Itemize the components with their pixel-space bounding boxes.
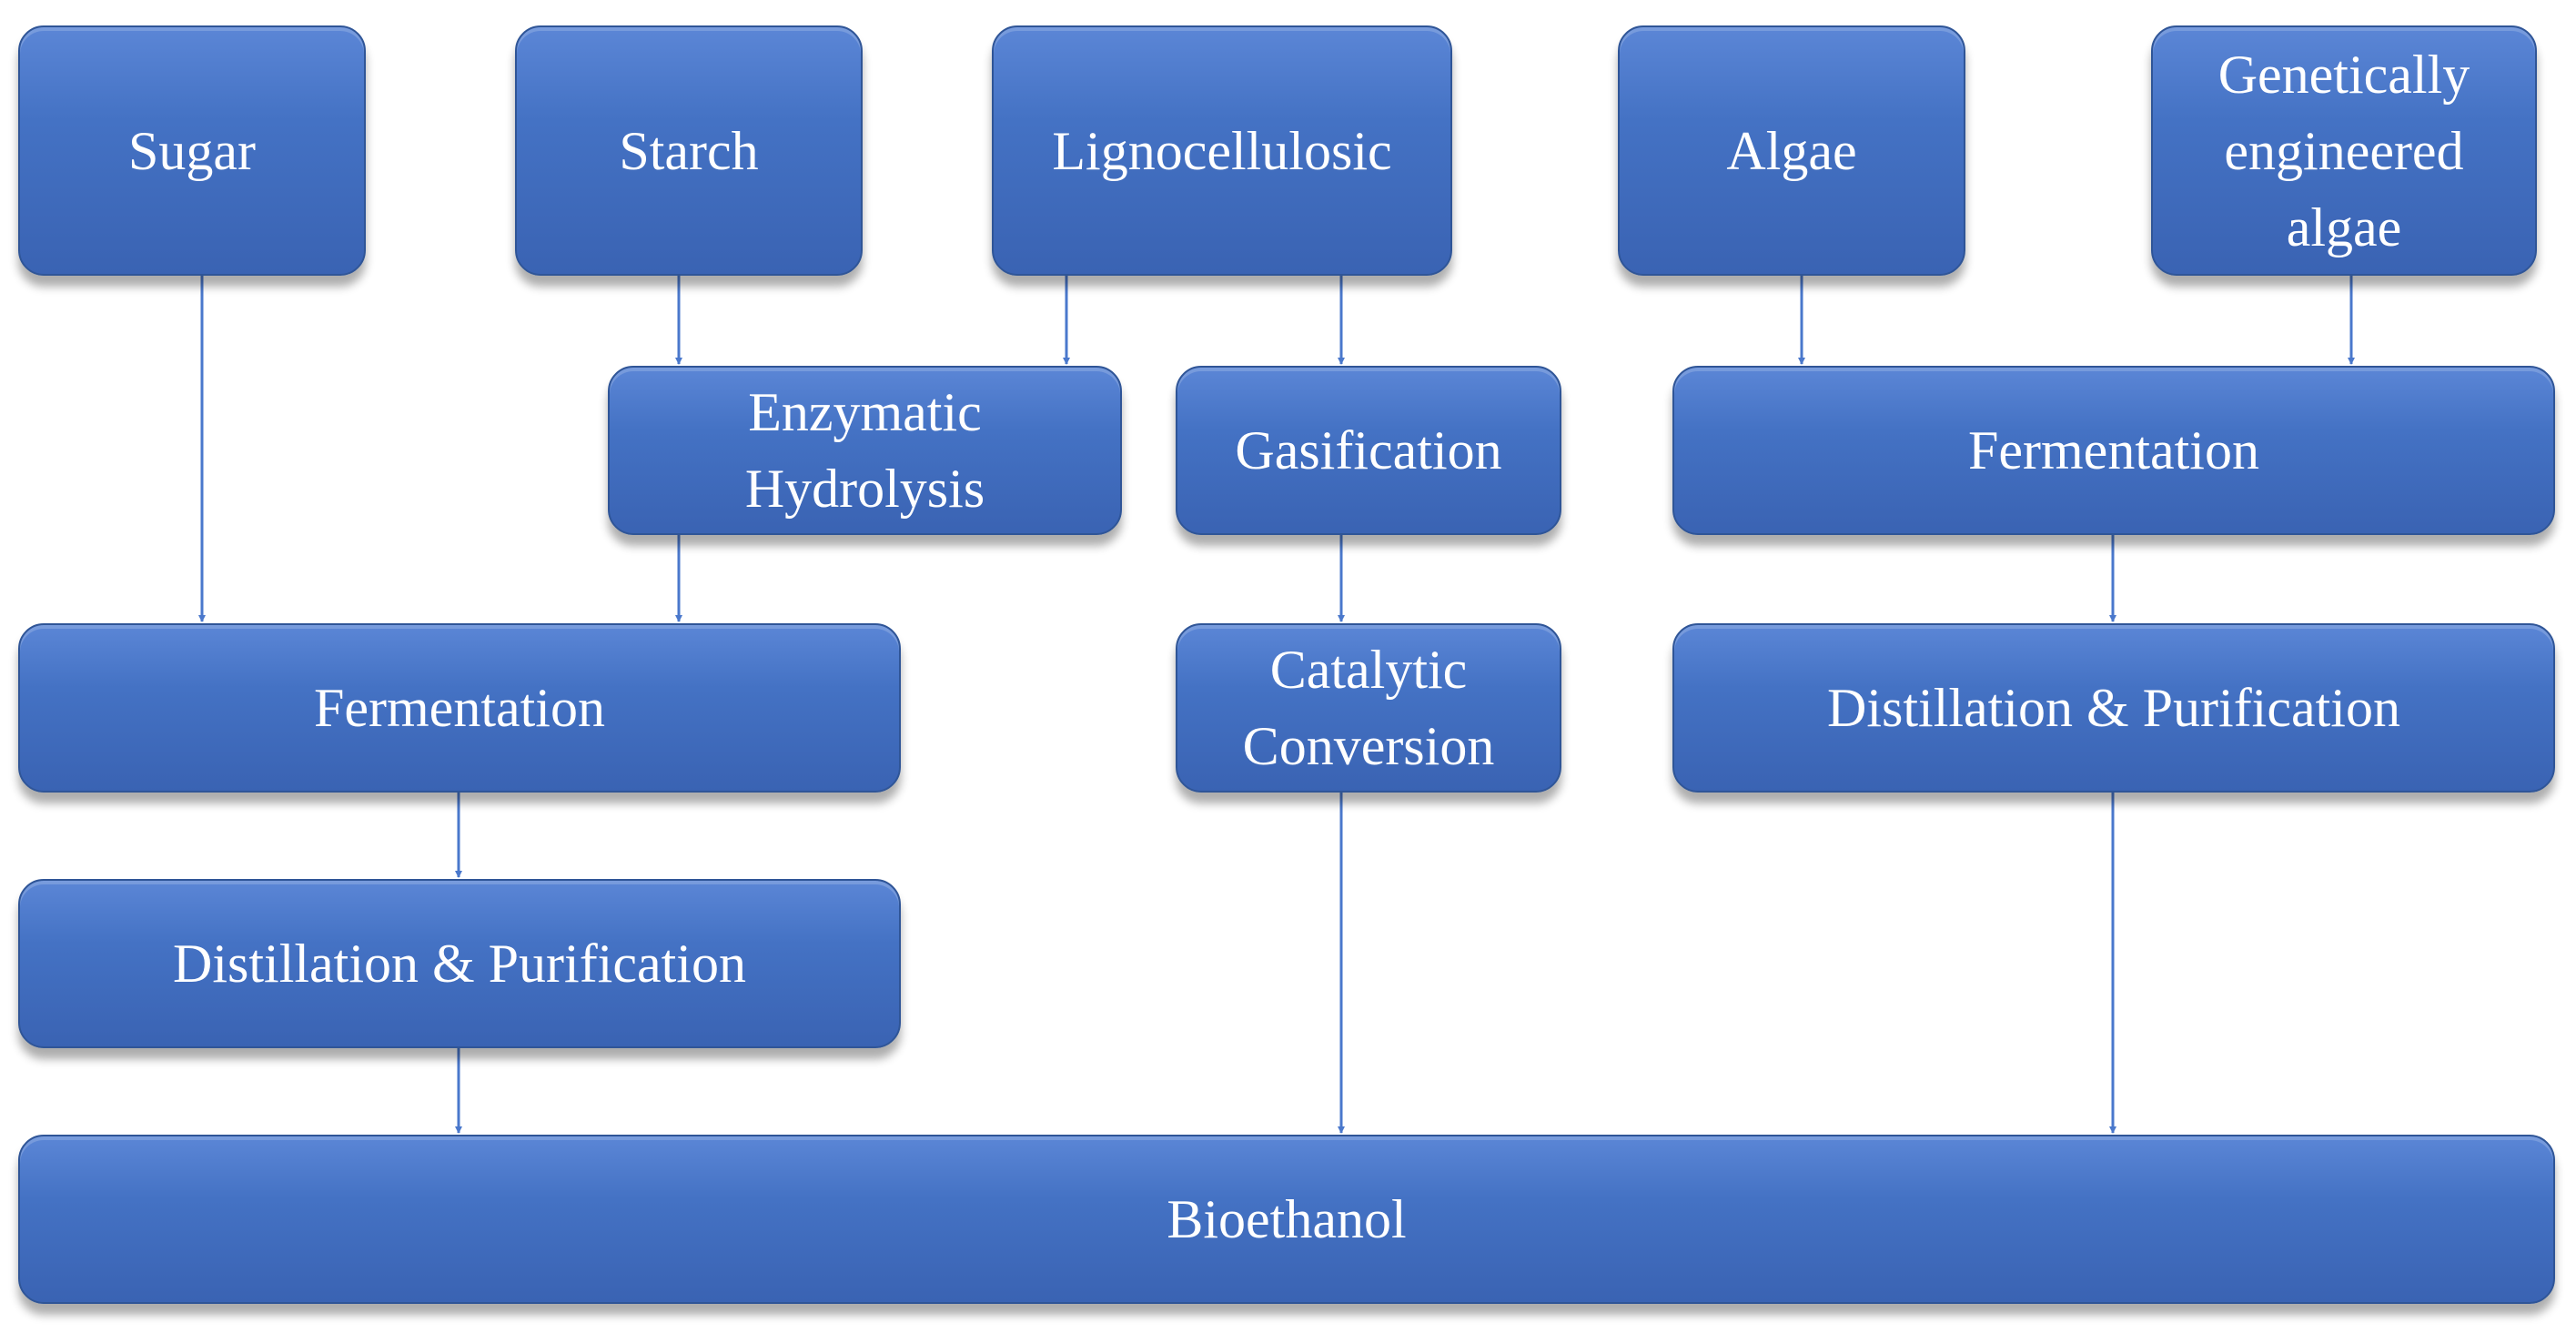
distillation-right-node: Distillation & Purification xyxy=(1672,623,2555,793)
distillation-right-label: Distillation & Purification xyxy=(1827,678,2400,738)
gasification-node: Gasification xyxy=(1176,366,1561,535)
fermentation-right-node: Fermentation xyxy=(1672,366,2555,535)
fermentation-right-label: Fermentation xyxy=(1968,420,2259,480)
starch-label: Starch xyxy=(619,120,759,181)
enzymatic-hydrolysis-node: Enzymatic Hydrolysis xyxy=(608,366,1122,535)
fermentation-left-node: Fermentation xyxy=(18,623,901,793)
genetically-engineered-algae-node: Genetically engineered algae xyxy=(2151,25,2537,276)
catalytic-conversion-label: Catalytic Conversion xyxy=(1242,640,1495,776)
distillation-left-label: Distillation & Purification xyxy=(173,934,746,994)
bioethanol-node: Bioethanol xyxy=(18,1135,2555,1304)
gasification-label: Gasification xyxy=(1235,420,1502,480)
bioethanol-label: Bioethanol xyxy=(1167,1189,1407,1249)
sugar-node: Sugar xyxy=(18,25,366,276)
catalytic-conversion-node: Catalytic Conversion xyxy=(1176,623,1561,793)
lignocellulosic-label: Lignocellulosic xyxy=(1052,120,1392,181)
sugar-label: Sugar xyxy=(128,120,256,181)
distillation-left-node: Distillation & Purification xyxy=(18,879,901,1048)
genetically-engineered-algae-label: Genetically engineered algae xyxy=(2217,44,2470,258)
fermentation-left-label: Fermentation xyxy=(314,678,605,738)
algae-node: Algae xyxy=(1618,25,1965,276)
algae-label: Algae xyxy=(1726,120,1857,181)
enzymatic-hydrolysis-label: Enzymatic Hydrolysis xyxy=(744,382,985,519)
lignocellulosic-node: Lignocellulosic xyxy=(992,25,1452,276)
starch-node: Starch xyxy=(515,25,863,276)
